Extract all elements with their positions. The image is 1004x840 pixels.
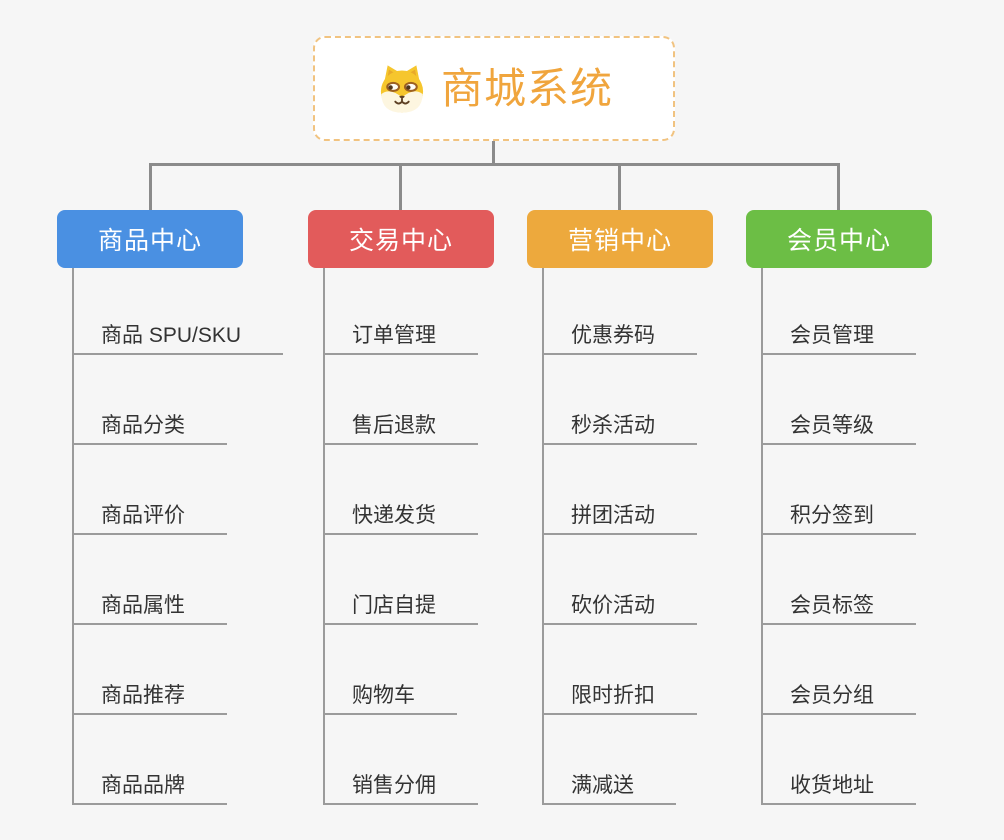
subtopic-node[interactable]: 拼团活动 bbox=[543, 445, 697, 535]
subtopic-label: 商品分类 bbox=[73, 415, 227, 445]
subtopic-label: 快递发货 bbox=[324, 505, 478, 535]
branch-items: 订单管理售后退款快递发货门店自提购物车销售分佣 bbox=[324, 268, 478, 805]
subtopic-label: 满减送 bbox=[543, 775, 676, 805]
branch-items: 商品 SPU/SKU 商品分类商品评价商品属性商品推荐商品品牌 bbox=[73, 268, 284, 805]
branch-items: 会员管理会员等级积分签到会员标签会员分组收货地址 bbox=[762, 268, 916, 805]
subtopic-node[interactable]: 会员标签 bbox=[762, 535, 916, 625]
subtopic-label: 会员分组 bbox=[762, 685, 916, 715]
subtopic-label: 会员等级 bbox=[762, 415, 916, 445]
subtopic-node[interactable]: 商品属性 bbox=[73, 535, 283, 625]
subtopic-label: 商品 SPU/SKU bbox=[73, 325, 284, 355]
connector-drop-4 bbox=[837, 163, 840, 211]
subtopic-node[interactable]: 收货地址 bbox=[762, 715, 916, 805]
subtopic-label: 售后退款 bbox=[324, 415, 478, 445]
connector-drop-3 bbox=[618, 163, 621, 211]
subtopic-label: 会员管理 bbox=[762, 325, 916, 355]
subtopic-label: 会员标签 bbox=[762, 595, 916, 625]
connector-drop-2 bbox=[399, 163, 402, 211]
subtopic-label: 限时折扣 bbox=[543, 685, 697, 715]
connector-drop-1 bbox=[149, 163, 152, 211]
subtopic-node[interactable]: 秒杀活动 bbox=[543, 355, 697, 445]
subtopic-node[interactable]: 商品品牌 bbox=[73, 715, 283, 805]
subtopic-label: 秒杀活动 bbox=[543, 415, 697, 445]
subtopic-node[interactable]: 限时折扣 bbox=[543, 625, 697, 715]
connector-horizontal-bar bbox=[149, 163, 840, 166]
branch-trunk-line bbox=[323, 268, 325, 805]
subtopic-node[interactable]: 满减送 bbox=[543, 715, 697, 805]
subtopic-node[interactable]: 商品分类 bbox=[73, 355, 283, 445]
subtopic-label: 门店自提 bbox=[324, 595, 478, 625]
subtopic-label: 优惠券码 bbox=[543, 325, 697, 355]
root-topic-node[interactable]: 商城系统 bbox=[313, 36, 675, 141]
subtopic-label: 购物车 bbox=[324, 685, 457, 715]
subtopic-label: 商品品牌 bbox=[73, 775, 227, 805]
subtopic-node[interactable]: 快递发货 bbox=[324, 445, 478, 535]
subtopic-node[interactable]: 售后退款 bbox=[324, 355, 478, 445]
subtopic-node[interactable]: 会员分组 bbox=[762, 625, 916, 715]
subtopic-label: 拼团活动 bbox=[543, 505, 697, 535]
root-topic-title: 商城系统 bbox=[440, 64, 613, 112]
branch-2-box[interactable]: 交易中心 bbox=[308, 210, 494, 268]
subtopic-node[interactable]: 门店自提 bbox=[324, 535, 478, 625]
subtopic-node[interactable]: 会员管理 bbox=[762, 268, 916, 355]
subtopic-label: 订单管理 bbox=[324, 325, 478, 355]
subtopic-node[interactable]: 订单管理 bbox=[324, 268, 478, 355]
subtopic-node[interactable]: 商品推荐 bbox=[73, 625, 283, 715]
shiba-dog-icon bbox=[380, 64, 424, 113]
subtopic-label: 商品属性 bbox=[73, 595, 227, 625]
subtopic-node[interactable]: 会员等级 bbox=[762, 355, 916, 445]
subtopic-node[interactable]: 商品 SPU/SKU bbox=[73, 268, 284, 355]
branch-1-box[interactable]: 商品中心 bbox=[57, 210, 243, 268]
subtopic-node[interactable]: 优惠券码 bbox=[543, 268, 697, 355]
branch-trunk-line bbox=[761, 268, 763, 805]
branch-3-box[interactable]: 营销中心 bbox=[527, 210, 713, 268]
subtopic-label: 商品推荐 bbox=[73, 685, 227, 715]
subtopic-node[interactable]: 商品评价 bbox=[73, 445, 283, 535]
subtopic-label: 商品评价 bbox=[73, 505, 227, 535]
branch-4-box[interactable]: 会员中心 bbox=[746, 210, 932, 268]
subtopic-label: 收货地址 bbox=[762, 775, 916, 805]
subtopic-node[interactable]: 销售分佣 bbox=[324, 715, 478, 805]
connector-root-stem bbox=[492, 141, 495, 164]
branch-trunk-line bbox=[542, 268, 544, 805]
subtopic-node[interactable]: 砍价活动 bbox=[543, 535, 697, 625]
branch-items: 优惠券码秒杀活动拼团活动砍价活动限时折扣满减送 bbox=[543, 268, 697, 805]
subtopic-label: 销售分佣 bbox=[324, 775, 478, 805]
branch-trunk-line bbox=[72, 268, 74, 805]
subtopic-label: 砍价活动 bbox=[543, 595, 697, 625]
subtopic-label: 积分签到 bbox=[762, 505, 916, 535]
subtopic-node[interactable]: 购物车 bbox=[324, 625, 478, 715]
subtopic-node[interactable]: 积分签到 bbox=[762, 445, 916, 535]
